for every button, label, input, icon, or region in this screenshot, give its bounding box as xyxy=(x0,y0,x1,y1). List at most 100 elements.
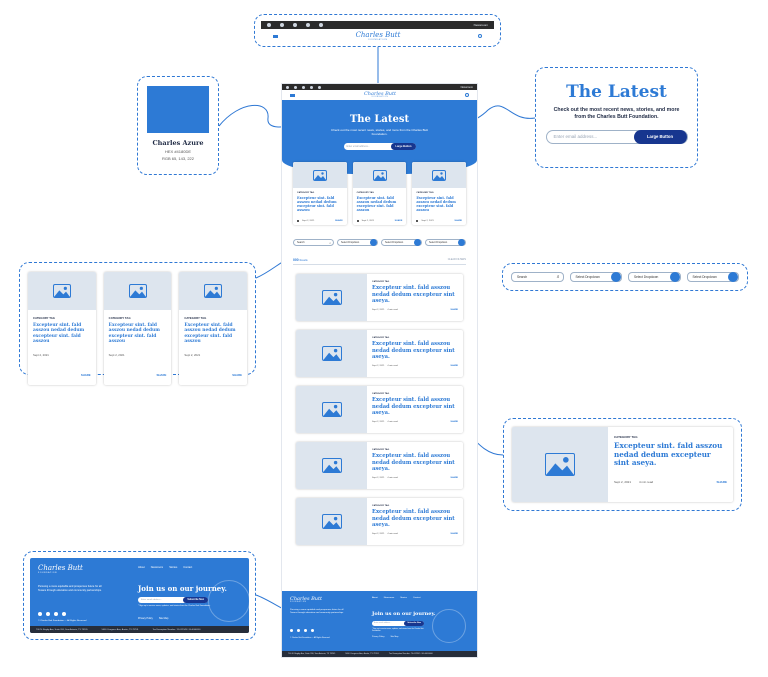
featured-card[interactable]: CATEGORY TAG Excepteur sint. fald asszou… xyxy=(103,272,172,386)
share-button[interactable]: SHARE xyxy=(450,309,458,312)
facebook-icon[interactable] xyxy=(38,612,42,616)
share-button[interactable]: SHARE xyxy=(450,365,458,368)
image-icon xyxy=(204,284,223,298)
newsroom-link[interactable]: Newsroom xyxy=(473,23,488,27)
search-input[interactable]: Search⌕ xyxy=(293,239,334,247)
clear-filters-link[interactable]: CLEAR FILTERS xyxy=(447,258,466,262)
facebook-icon[interactable] xyxy=(267,23,271,27)
footer-menu-newsroom[interactable]: Newsroom xyxy=(150,566,164,569)
twitter-icon[interactable] xyxy=(297,629,300,632)
featured-card[interactable]: CATEGORY TAG Excepteur sint. fald asszou… xyxy=(28,272,96,386)
filter-dropdown[interactable]: Select Dropdown xyxy=(381,239,422,247)
footer-menu-stories[interactable]: Stories xyxy=(400,597,407,599)
calendar-icon xyxy=(297,220,299,223)
instagram-icon[interactable] xyxy=(293,23,297,27)
youtube-icon[interactable] xyxy=(319,23,323,27)
card-title[interactable]: Excepteur sint. fald asszou nedad dedum … xyxy=(416,196,456,213)
twitter-icon[interactable] xyxy=(46,612,50,616)
list-item-date: Sept 2, 2021 xyxy=(614,479,632,484)
list-item-title[interactable]: Excepteur sint. fald asszou nedad dedum … xyxy=(372,453,455,472)
footer-logo[interactable]: Charles Butt FOUNDATION xyxy=(38,565,83,575)
list-item-title[interactable]: Excepteur sint. fald asszou nedad dedum … xyxy=(372,397,455,416)
newsroom-link[interactable]: Newsroom xyxy=(460,85,473,89)
instagram-icon[interactable] xyxy=(302,85,305,89)
hero-email-input[interactable]: Enter email address... xyxy=(346,144,370,148)
linkedin-icon[interactable] xyxy=(62,612,66,616)
facebook-icon[interactable] xyxy=(286,85,289,89)
share-button[interactable]: SHARE xyxy=(335,220,343,223)
logo[interactable]: Charles Butt FOUNDATION xyxy=(356,31,401,41)
list-item-title[interactable]: Excepteur sint. fald asszou nedad dedum … xyxy=(372,509,455,528)
card-title[interactable]: Excepteur sint. fald asszou nedad dedum … xyxy=(356,196,397,213)
featured-card[interactable]: CATEGORY TAG Excepteur sint. fald asszou… xyxy=(412,162,467,226)
hero-email-input[interactable]: Enter email address... xyxy=(553,134,598,140)
image-icon xyxy=(545,453,575,476)
share-button[interactable]: SHARE xyxy=(454,220,463,223)
search-icon[interactable] xyxy=(464,93,469,97)
card-title[interactable]: Excepteur sint. fald asszou nedad dedum … xyxy=(297,196,337,213)
site-map-link[interactable]: Site Map xyxy=(158,617,169,620)
search-input[interactable]: Search⌕ xyxy=(511,272,564,282)
share-button[interactable]: SHARE xyxy=(450,421,458,424)
footer-menu-about[interactable]: About xyxy=(372,597,378,599)
list-item[interactable]: CATEGORY TAG Excepteur sint. fald asszou… xyxy=(512,427,733,502)
instagram-icon[interactable] xyxy=(54,612,58,616)
linkedin-icon[interactable] xyxy=(311,629,314,632)
footer-email-input[interactable]: Enter email address... xyxy=(141,599,163,601)
list-item[interactable]: CATEGORY TAG Excepteur sint. fald asszou… xyxy=(296,442,463,490)
filter-dropdown[interactable]: Select Dropdown xyxy=(337,239,378,247)
featured-card[interactable]: CATEGORY TAG Excepteur sint. fald asszou… xyxy=(179,272,248,386)
linkedin-icon[interactable] xyxy=(310,85,313,89)
logo[interactable]: Charles Butt FOUNDATION xyxy=(364,91,396,99)
footer-subscribe-button[interactable]: Subscribe Now xyxy=(404,621,424,626)
filter-dropdown[interactable]: Select Dropdown xyxy=(569,272,622,282)
share-button[interactable]: SHARE xyxy=(80,373,91,378)
hamburger-menu-icon[interactable] xyxy=(273,34,278,38)
footer-menu-stories[interactable]: Stories xyxy=(169,566,178,569)
filter-dropdown[interactable]: Select Dropdown xyxy=(628,272,681,282)
privacy-policy-link[interactable]: Privacy Policy xyxy=(138,617,153,620)
filter-dropdown[interactable]: Select Dropdown xyxy=(686,272,739,282)
share-button[interactable]: SHARE xyxy=(450,533,458,536)
youtube-icon[interactable] xyxy=(318,85,321,89)
share-button[interactable]: SHARE xyxy=(450,477,458,480)
card-title[interactable]: Excepteur sint. fald asszou nedad dedum … xyxy=(33,323,85,344)
share-button[interactable]: SHARE xyxy=(156,373,167,378)
card-title[interactable]: Excepteur sint. fald asszou nedad dedum … xyxy=(184,323,236,344)
footer-menu-newsroom[interactable]: Newsroom xyxy=(383,597,395,599)
image-icon xyxy=(128,284,147,298)
linkedin-icon[interactable] xyxy=(306,23,310,27)
footer-email-input[interactable]: Enter email address... xyxy=(374,622,392,624)
search-placeholder: Search xyxy=(517,275,528,279)
list-item-title[interactable]: Excepteur sint. fald asszou nedad dedum … xyxy=(372,285,455,304)
site-map-link[interactable]: Site Map xyxy=(390,636,399,638)
privacy-policy-link[interactable]: Privacy Policy xyxy=(372,636,385,638)
share-button[interactable]: SHARE xyxy=(232,373,243,378)
share-button[interactable]: SHARE xyxy=(394,220,403,223)
page-mockup: Newsroom Charles Butt FOUNDATION The Lat… xyxy=(282,84,477,657)
featured-card[interactable]: CATEGORY TAG Excepteur sint. fald asszou… xyxy=(352,162,407,226)
list-item-title[interactable]: Excepteur sint. fald asszou nedad dedum … xyxy=(372,341,455,360)
list-item-title[interactable]: Excepteur sint. fald asszou nedad dedum … xyxy=(614,441,723,468)
share-button[interactable]: SHARE xyxy=(716,479,727,484)
footer-menu-contact[interactable]: Contact xyxy=(413,597,421,599)
hero-subscribe-button[interactable]: Large Button xyxy=(391,142,416,150)
hamburger-menu-icon[interactable] xyxy=(290,93,295,97)
featured-card[interactable]: CATEGORY TAG Excepteur sint. fald asszou… xyxy=(293,162,347,226)
filter-dropdown[interactable]: Select Dropdown xyxy=(425,239,466,247)
footer-logo[interactable]: Charles Butt FOUNDATION xyxy=(290,597,322,604)
card-title[interactable]: Excepteur sint. fald asszou nedad dedum … xyxy=(108,323,160,344)
list-item[interactable]: CATEGORY TAG Excepteur sint. fald asszou… xyxy=(296,274,463,322)
instagram-icon[interactable] xyxy=(304,629,307,632)
list-item[interactable]: CATEGORY TAG Excepteur sint. fald asszou… xyxy=(296,498,463,546)
facebook-icon[interactable] xyxy=(290,629,293,632)
list-item[interactable]: CATEGORY TAG Excepteur sint. fald asszou… xyxy=(296,330,463,378)
twitter-icon[interactable] xyxy=(294,85,297,89)
footer-menu-contact[interactable]: Contact xyxy=(183,566,193,569)
search-icon[interactable] xyxy=(478,34,482,38)
footer-menu-about[interactable]: About xyxy=(138,566,145,569)
hero-subscribe-button[interactable]: Large Button xyxy=(633,129,687,144)
twitter-icon[interactable] xyxy=(280,23,284,27)
footer-subscribe-button[interactable]: Subscribe Now xyxy=(183,597,208,603)
list-item[interactable]: CATEGORY TAG Excepteur sint. fald asszou… xyxy=(296,386,463,434)
